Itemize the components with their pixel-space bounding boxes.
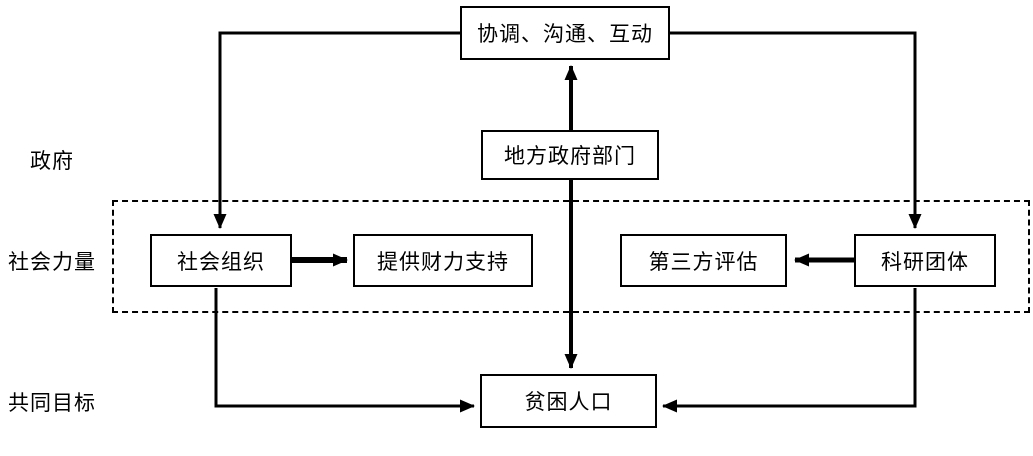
- node-local-government-department[interactable]: 地方政府部门: [481, 130, 659, 180]
- node-impoverished-population[interactable]: 贫困人口: [480, 374, 657, 428]
- social-forces-dashed-region: [112, 200, 1030, 313]
- node-coordination[interactable]: 协调、沟通、互动: [460, 6, 670, 60]
- row-label-government: 政府: [30, 150, 74, 173]
- row-label-social-forces: 社会力量: [8, 251, 96, 274]
- row-label-common-goal: 共同目标: [8, 392, 96, 415]
- node-third-party-evaluation[interactable]: 第三方评估: [620, 234, 787, 287]
- edge-social-organization-to-impoverished-population: [214, 288, 475, 413]
- node-financial-support[interactable]: 提供财力支持: [353, 234, 533, 287]
- node-social-organization[interactable]: 社会组织: [150, 234, 292, 287]
- node-research-group[interactable]: 科研团体: [854, 234, 996, 287]
- edge-coordination-to-research-group: [670, 31, 922, 229]
- edge-research-group-to-impoverished-population: [662, 288, 917, 413]
- edge-coordination-to-social-organization: [213, 31, 460, 229]
